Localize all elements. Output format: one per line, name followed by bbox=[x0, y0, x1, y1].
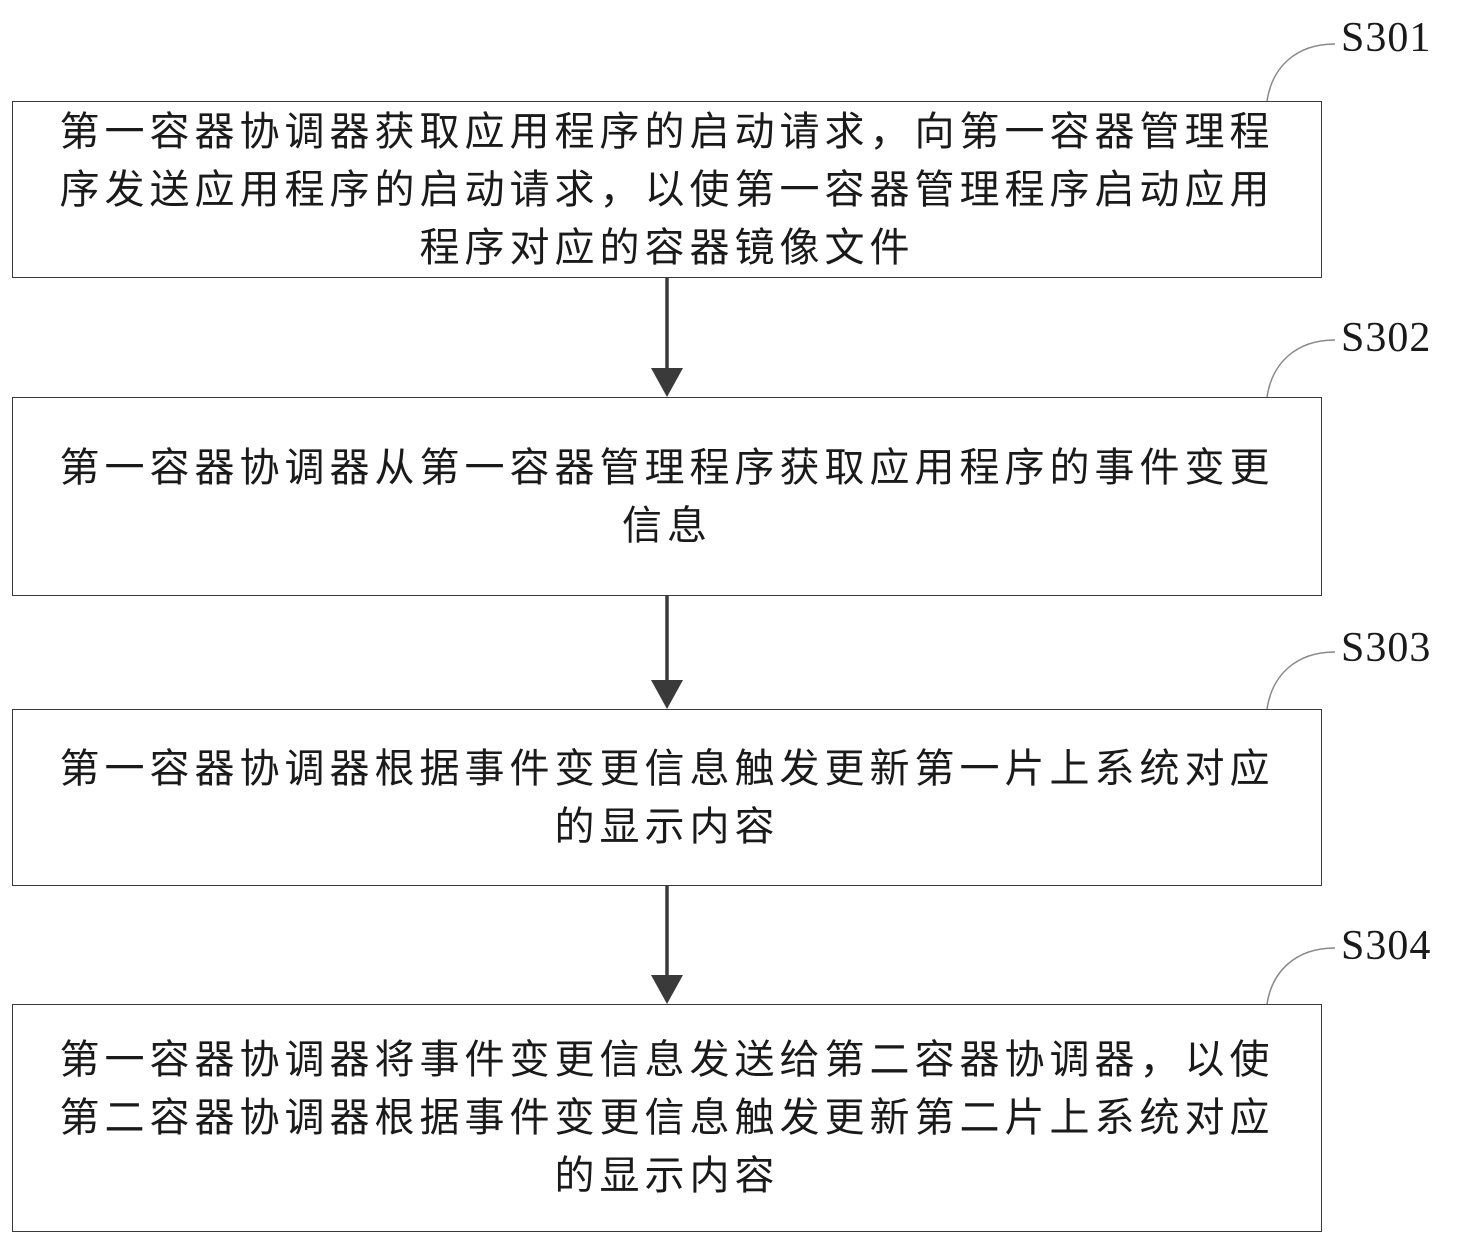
flow-arrow-1 bbox=[651, 278, 683, 397]
step-label-s304: S304 bbox=[1341, 923, 1432, 969]
leader-line-s301 bbox=[1266, 43, 1336, 102]
step-box-s304: 第一容器协调器将事件变更信息发送给第二容器协调器，以使第二容器协调器根据事件变更… bbox=[12, 1004, 1322, 1232]
step-label-s303: S303 bbox=[1341, 625, 1432, 671]
flow-arrow-2 bbox=[651, 596, 683, 709]
step-text-s302: 第一容器协调器从第一容器管理程序获取应用程序的事件变更信息 bbox=[59, 444, 1275, 549]
step-box-s302: 第一容器协调器从第一容器管理程序获取应用程序的事件变更信息 bbox=[12, 397, 1322, 596]
flow-arrow-3 bbox=[651, 886, 683, 1004]
step-text-s303: 第一容器协调器根据事件变更信息触发更新第一片上系统对应的显示内容 bbox=[59, 745, 1275, 850]
step-label-s302: S302 bbox=[1341, 315, 1432, 361]
step-box-s303: 第一容器协调器根据事件变更信息触发更新第一片上系统对应的显示内容 bbox=[12, 709, 1322, 886]
leader-line-s302 bbox=[1266, 339, 1336, 398]
step-text-s301: 第一容器协调器获取应用程序的启动请求，向第一容器管理程序发送应用程序的启动请求，… bbox=[59, 108, 1275, 271]
leader-line-s304 bbox=[1266, 947, 1336, 1005]
step-text-s304: 第一容器协调器将事件变更信息发送给第二容器协调器，以使第二容器协调器根据事件变更… bbox=[59, 1037, 1275, 1199]
step-label-s301: S301 bbox=[1341, 15, 1432, 61]
step-box-s301: 第一容器协调器获取应用程序的启动请求，向第一容器管理程序发送应用程序的启动请求，… bbox=[12, 101, 1322, 278]
leader-line-s303 bbox=[1266, 651, 1336, 710]
